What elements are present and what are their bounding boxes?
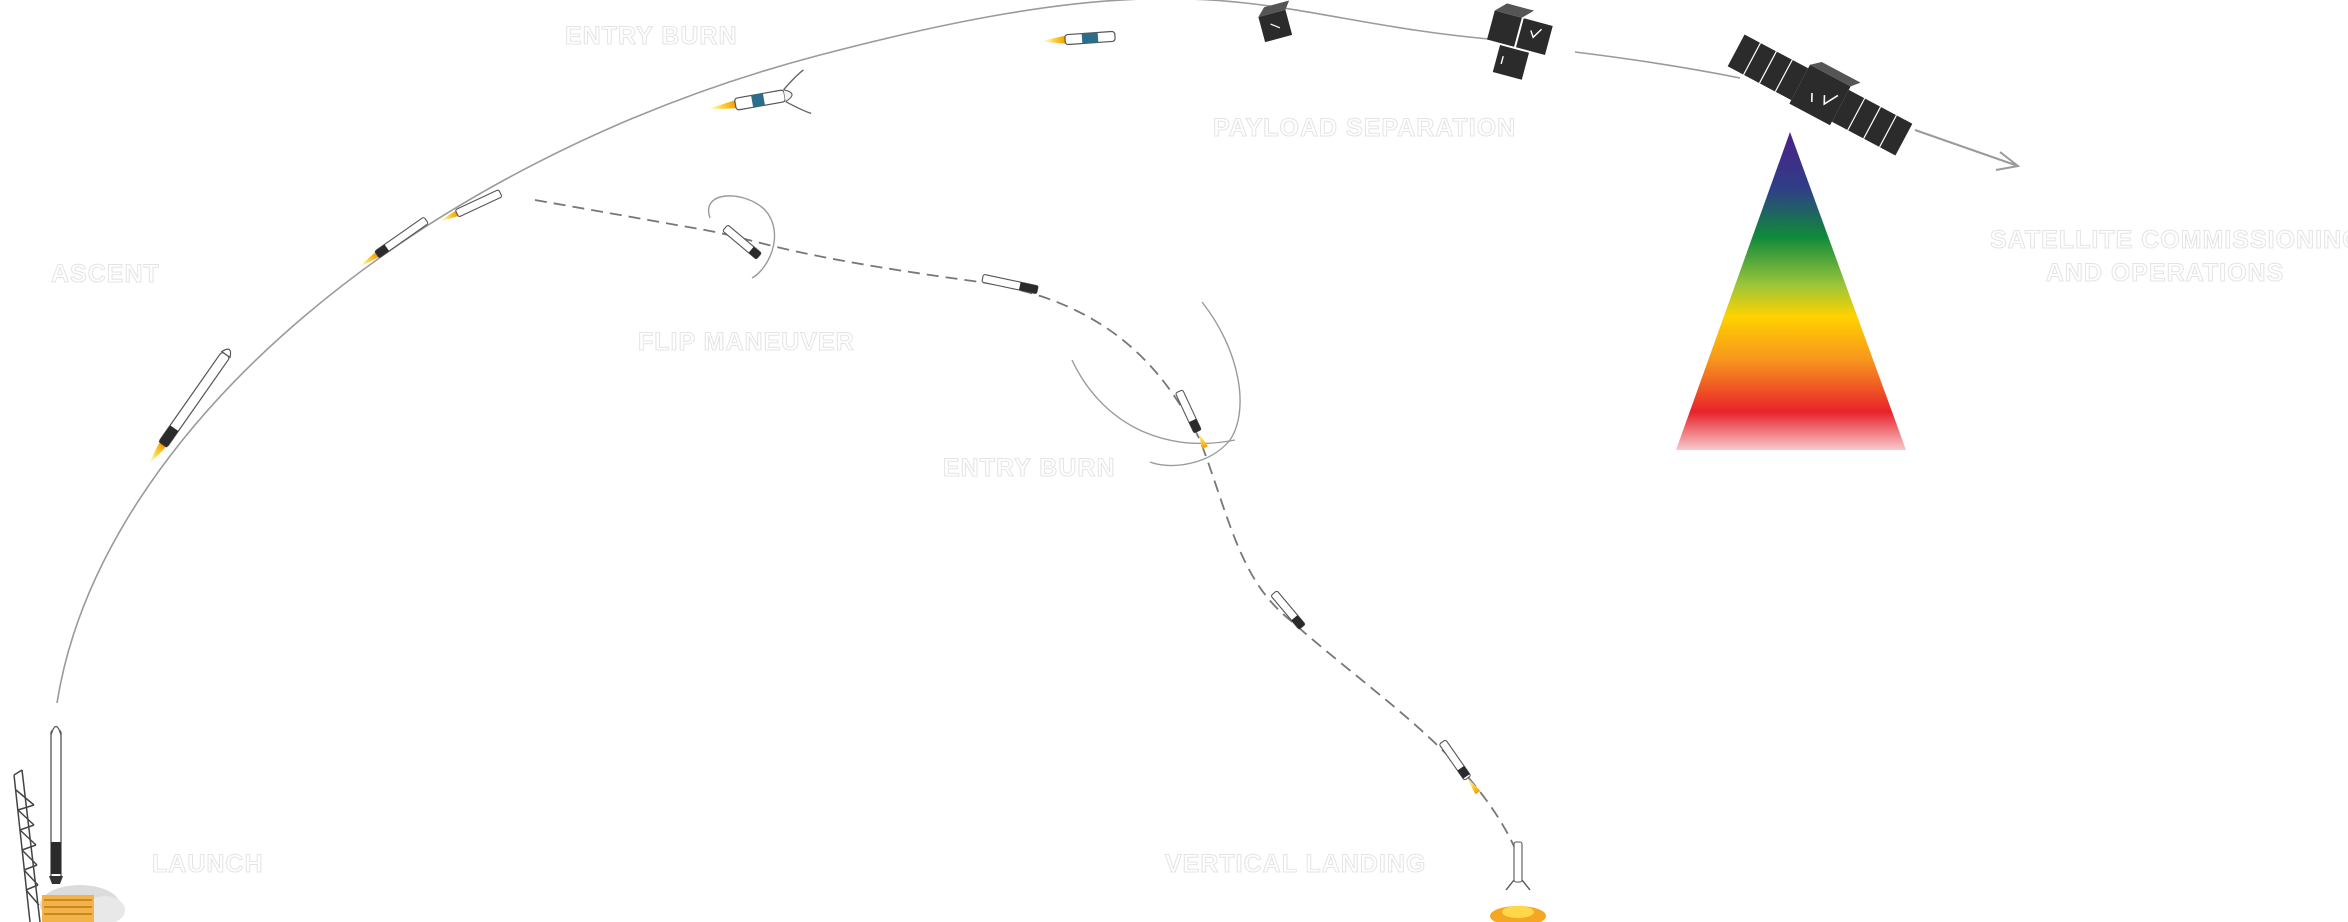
second-stage-coast-icon [1040, 30, 1116, 46]
payload-separation-label: PAYLOAD SEPARATION [1212, 114, 1517, 143]
booster-entry-burn-icon [1175, 389, 1208, 449]
vertical-landing-label: VERTICAL LANDING [1164, 850, 1427, 879]
entry-burn-arc-inner [1071, 359, 1236, 445]
booster-return-trajectory [534, 199, 1521, 861]
flip-maneuver-label: FLIP MANEUVER [638, 328, 855, 357]
ascent-rocket-2-icon [358, 217, 429, 268]
ascent-trajectory [56, 0, 1501, 704]
ascent-rocket-3-icon [438, 189, 502, 222]
satellite-operations-line1: SATELLITE COMMISSIONING [1990, 226, 2348, 255]
satellite-operations-label: SATELLITE COMMISSIONING AND OPERATIONS [1990, 224, 2348, 290]
booster-descent-icon [1271, 590, 1306, 630]
entry-burn-arc-outer [1149, 301, 1241, 467]
flip-maneuver-loop [707, 195, 776, 279]
entry-burn-label-mid: ENTRY BURN [943, 454, 1116, 483]
satellite-icon [1727, 34, 1913, 156]
orbit-trajectory [1574, 51, 1741, 79]
payload-stack-icon [1487, 3, 1553, 80]
payload-cube-icon [1258, 0, 1293, 43]
second-stage-burn-icon [705, 69, 812, 115]
booster-landing-burn-icon [1439, 739, 1481, 795]
booster-flip-icon [722, 225, 762, 260]
rocket-on-pad-icon [49, 725, 63, 884]
satellite-operations-line2: AND OPERATIONS [2045, 259, 2285, 288]
launch-tower-icon [13, 769, 41, 922]
orbit-continuation-arrow [1914, 129, 2021, 171]
launch-label: LAUNCH [152, 850, 264, 879]
launch-smoke-icon [40, 885, 125, 922]
entry-burn-label-top: ENTRY BURN [565, 22, 738, 51]
coverage-beam-icon [1676, 132, 1906, 450]
ascent-rocket-1-icon [148, 348, 232, 466]
booster-coast-icon [981, 274, 1039, 294]
ascent-label: ASCENT [51, 260, 160, 289]
booster-landed-icon [1490, 841, 1546, 922]
